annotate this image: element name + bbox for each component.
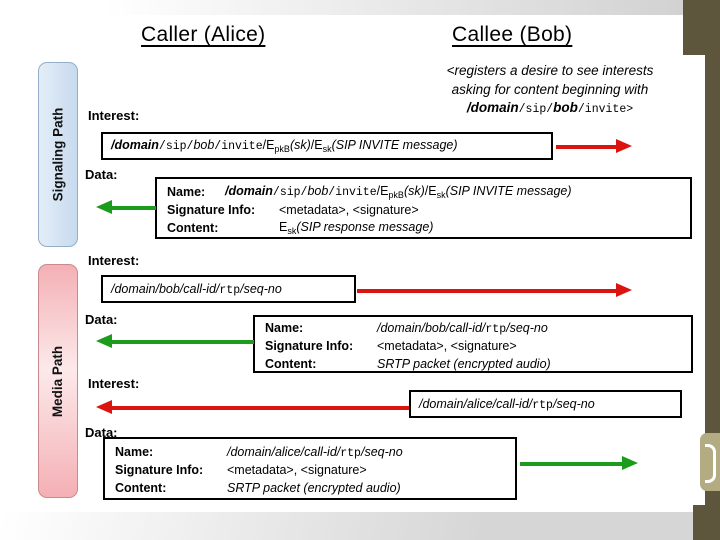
caller-header: Caller (Alice) — [141, 23, 266, 46]
arrow-head-left-icon — [96, 200, 112, 214]
content-field-label: Content: — [265, 357, 317, 371]
data-3-signature-row: Signature Info: <metadata>, <signature> — [115, 461, 515, 479]
registration-note: <registers a desire to see interests ask… — [420, 62, 680, 120]
right-olive-bottom-block — [693, 505, 720, 540]
interest-3-label: Interest: — [88, 376, 140, 391]
data-2-arrow — [96, 334, 254, 349]
arrow-head-right-icon — [616, 283, 632, 297]
data-2-signature-row: Signature Info: <metadata>, <signature> — [265, 337, 691, 355]
interest-2-label: Interest: — [88, 253, 140, 268]
data-3-name-row: Name: /domain/alice/call-id/rtp/seq-no — [115, 443, 515, 461]
data-3-label: Data: — [85, 425, 118, 440]
interest-1-label: Interest: — [88, 108, 140, 123]
data-3-box: Name: /domain/alice/call-id/rtp/seq-no S… — [103, 437, 517, 500]
name-field-label: Name: — [115, 445, 154, 459]
data-3-signature-value: <metadata>, <signature> — [227, 463, 367, 477]
content-field-label: Content: — [167, 221, 219, 235]
data-3-name-value: /domain/alice/call-id/rtp/seq-no — [227, 444, 403, 460]
data-3-arrow — [520, 456, 638, 471]
signaling-path-text: Signaling Path — [50, 107, 66, 202]
arrow-head-right-icon — [616, 139, 632, 153]
arrow-line — [556, 144, 618, 149]
data-2-name-value: /domain/bob/call-id/rtp/seq-no — [377, 320, 548, 336]
arrow-head-left-icon — [96, 334, 112, 348]
media-path-text: Media Path — [50, 345, 66, 417]
interest-2-arrow — [357, 283, 632, 298]
name-field-label: Name: — [265, 321, 304, 335]
data-1-content-row: Content: Esk(SIP response message) — [167, 219, 690, 237]
name-field-label: Name: — [167, 185, 206, 199]
right-olive-corner-block — [683, 0, 720, 55]
data-2-label: Data: — [85, 312, 118, 327]
data-1-arrow — [96, 200, 156, 215]
signature-field-label: Signature Info: — [115, 463, 204, 477]
signature-field-label: Signature Info: — [167, 203, 256, 217]
interest-3-arrow — [96, 400, 409, 415]
data-3-content-value: SRTP packet (encrypted audio) — [227, 481, 401, 495]
arrow-line — [110, 405, 409, 410]
data-2-name-row: Name: /domain/bob/call-id/rtp/seq-no — [265, 319, 691, 337]
right-olive-band — [705, 0, 720, 540]
bracket-icon — [705, 444, 716, 483]
data-3-content-row: Content: SRTP packet (encrypted audio) — [115, 479, 515, 497]
data-2-signature-value: <metadata>, <signature> — [377, 339, 517, 353]
interest-3-box: /domain/alice/call-id/rtp/seq-no — [409, 390, 682, 418]
data-1-label: Data: — [85, 167, 118, 182]
registration-note-line: /domain/sip/bob/invite> — [466, 100, 634, 116]
data-1-signature-row: Signature Info: <metadata>, <signature> — [167, 201, 690, 219]
data-1-box: Name: /domain/sip/bob/invite/EpkB(sk)/Es… — [155, 177, 692, 239]
arrow-head-left-icon — [96, 400, 112, 414]
data-1-name-row: Name: /domain/sip/bob/invite/EpkB(sk)/Es… — [167, 183, 690, 201]
callee-header: Callee (Bob) — [452, 23, 573, 46]
arrow-line — [110, 339, 254, 344]
registration-note-line: <registers a desire to see interests — [446, 63, 654, 78]
data-2-box: Name: /domain/bob/call-id/rtp/seq-no Sig… — [253, 315, 693, 373]
interest-2-box: /domain/bob/call-id/rtp/seq-no — [101, 275, 356, 303]
signaling-path-label: Signaling Path — [38, 62, 78, 247]
data-1-name-value: /domain/sip/bob/invite/EpkB(sk)/Esk(SIP … — [225, 184, 572, 200]
interest-3-name: /domain/alice/call-id/rtp/seq-no — [419, 396, 595, 412]
arrow-line — [357, 288, 618, 293]
interest-1-name: /domain/sip/bob/invite/EpkB(sk)/Esk(SIP … — [111, 138, 458, 154]
interest-2-name: /domain/bob/call-id/rtp/seq-no — [111, 281, 282, 297]
signature-field-label: Signature Info: — [265, 339, 354, 353]
content-field-label: Content: — [115, 481, 167, 495]
bottom-gradient-strip — [0, 512, 693, 540]
media-path-label: Media Path — [38, 264, 78, 498]
arrow-line — [110, 205, 156, 210]
data-1-signature-value: <metadata>, <signature> — [279, 203, 419, 217]
registration-note-line: asking for content beginning with — [451, 81, 649, 97]
arrow-line — [520, 461, 624, 466]
top-gradient-strip — [0, 0, 683, 15]
data-1-content-value: Esk(SIP response message) — [279, 220, 434, 236]
data-2-content-row: Content: SRTP packet (encrypted audio) — [265, 355, 691, 373]
arrow-head-right-icon — [622, 456, 638, 470]
interest-1-arrow — [556, 139, 632, 154]
interest-1-box: /domain/sip/bob/invite/EpkB(sk)/Esk(SIP … — [101, 132, 553, 160]
side-tab-ornament — [700, 433, 720, 491]
data-2-content-value: SRTP packet (encrypted audio) — [377, 357, 551, 371]
